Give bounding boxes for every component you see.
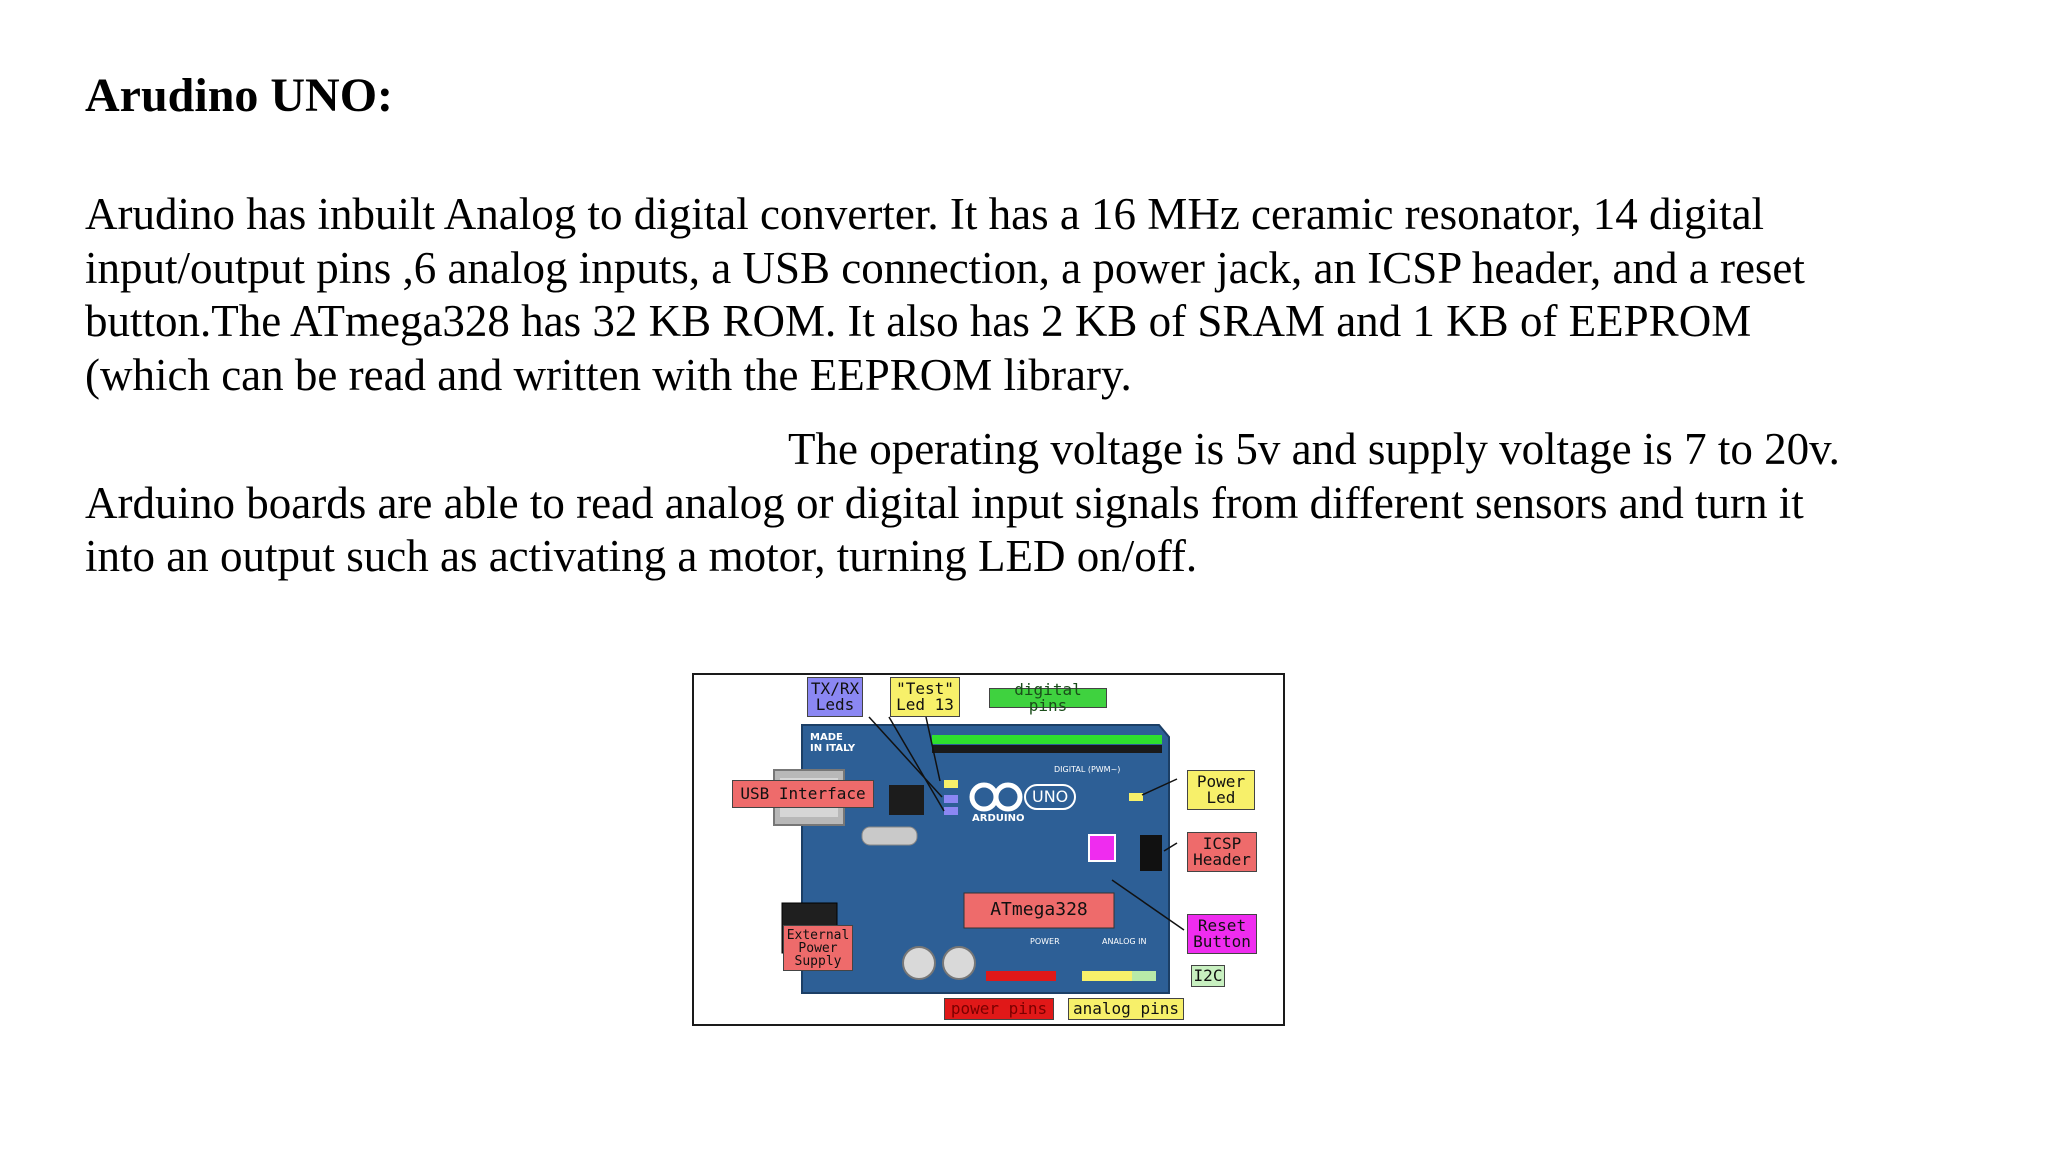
txrx-leds-label: TX/RX Leds (807, 677, 863, 717)
power-header-highlight (986, 971, 1056, 981)
power-section-text: POWER (1030, 937, 1060, 946)
test-led-label: "Test" Led 13 (890, 677, 960, 717)
i2c-header-highlight (1132, 971, 1156, 981)
voltage-paragraph: The operating voltage is 5v and supply v… (85, 423, 2035, 584)
analog-pins-label: analog pins (1068, 998, 1184, 1020)
tx-led-indicator (944, 795, 958, 803)
power-led-indicator (1129, 793, 1143, 801)
uno-badge (1024, 784, 1076, 810)
power-led-label: Power Led (1187, 770, 1255, 810)
reset-button-label: Reset Button (1187, 914, 1257, 954)
icsp-header-label: ICSP Header (1187, 832, 1257, 872)
analog-header-highlight (1082, 971, 1134, 981)
text-line: (which can be read and written with the … (85, 349, 1132, 400)
atmega328-label: ATmega328 (990, 899, 1088, 920)
text-line: Arduino boards are able to read analog o… (85, 477, 1804, 528)
digital-header-highlight (932, 735, 1162, 744)
made-in-italy-text: MADE IN ITALY (810, 732, 856, 754)
arduino-board-diagram: MADE IN ITALY UNO ARDUINO DIGITAL (PWM~)… (692, 673, 1285, 1026)
external-power-label: External Power Supply (783, 925, 853, 971)
text-line: The operating voltage is 5v and supply v… (788, 424, 1840, 474)
digital-header (932, 745, 1162, 753)
crystal (861, 826, 918, 846)
i2c-label: I2C (1191, 965, 1225, 987)
text-line: into an output such as activating a moto… (85, 531, 1198, 581)
usb-chip (889, 785, 924, 815)
icsp-pins (1140, 835, 1162, 871)
usb-interface-label: USB Interface (732, 780, 874, 808)
capacitor (942, 946, 976, 980)
reset-button-icon (1088, 834, 1116, 862)
analog-in-text: ANALOG IN (1102, 937, 1147, 946)
description-paragraph: Arudino has inbuilt Analog to digital co… (85, 188, 2035, 402)
atmega-chip (963, 892, 1115, 929)
digital-pins-label: digital pins (989, 682, 1107, 714)
text-line: Arudino has inbuilt Analog to digital co… (85, 189, 1765, 239)
digital-pwm-text: DIGITAL (PWM~) (1054, 765, 1121, 774)
rx-led-indicator (944, 807, 958, 815)
page-title: Arudino UNO: (85, 69, 394, 122)
pointer-lines (868, 716, 1185, 931)
text-line: button.The ATmega328 has 32 KB ROM. It a… (85, 296, 1752, 346)
power-pins-label: power pins (944, 998, 1054, 1020)
test-led-indicator (944, 780, 958, 788)
arduino-logo-icon (969, 782, 1023, 812)
uno-text: UNO (1032, 787, 1069, 806)
text-line: input/output pins ,6 analog inputs, a US… (85, 242, 1805, 293)
capacitor (902, 946, 936, 980)
arduino-text: ARDUINO (972, 813, 1025, 824)
